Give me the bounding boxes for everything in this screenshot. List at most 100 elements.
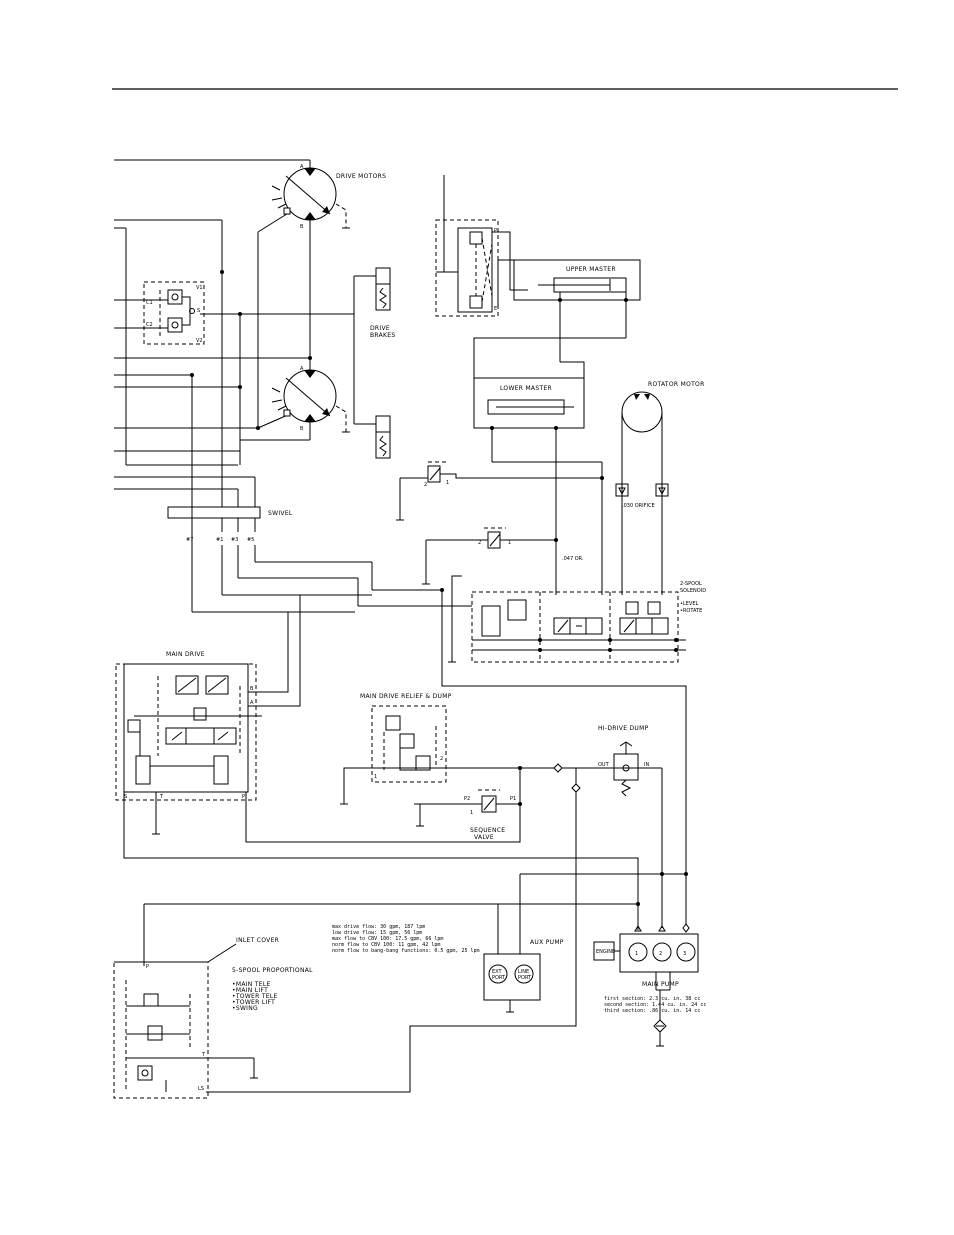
svg-text:third section: .86 cu. in. 14: third section: .86 cu. in. 14 cc (604, 1008, 700, 1014)
lower-master-label: LOWER MASTER (500, 385, 552, 392)
svg-text:low drive flow: 15 gpm, 56 lpm: low drive flow: 15 gpm, 56 lpm (332, 930, 422, 936)
svg-text:A: A (300, 366, 304, 372)
svg-text:V2: V2 (196, 338, 203, 344)
upper-master-cylinder (513, 259, 641, 362)
swivel-ports: #7 #1 #3 #5 (186, 537, 254, 543)
svg-text:S: S (124, 794, 127, 800)
drive-brake-lower (354, 415, 391, 459)
svg-text:T: T (201, 1052, 206, 1058)
svg-text:#3: #3 (231, 537, 238, 543)
svg-text:norm flow to bang-bang functio: norm flow to bang-bang functions: 0.5 gp… (332, 948, 480, 954)
relief-valve-upper: 2 1 (396, 461, 602, 521)
svg-text:E: E (494, 306, 497, 312)
section-notes: first section: 2.3 cu. in. 38 cc second … (604, 996, 706, 1014)
svg-text:B: B (300, 426, 304, 432)
five-spool-items: •MAIN TELE •MAIN LIFT •TOWER TELE •TOWER… (232, 981, 278, 1012)
two-spool-solenoid-valve (471, 591, 686, 663)
svg-text:PORT: PORT (492, 975, 506, 981)
svg-text:3: 3 (683, 951, 686, 957)
svg-text:A: A (300, 164, 304, 170)
svg-text:1: 1 (446, 480, 449, 486)
left-feed-lines (114, 159, 311, 507)
counterbalance-valve-block: C1 C2 V1 V2 S (143, 281, 205, 345)
sequence-valve: P2 P1 1 (414, 789, 520, 827)
svg-text:LINE: LINE (518, 969, 529, 975)
svg-text:IN: IN (644, 762, 649, 768)
drive-motor-lower: A B (257, 358, 350, 440)
svg-text:•MAIN TELE: •MAIN TELE (232, 981, 271, 988)
svg-text:2: 2 (424, 482, 427, 488)
main-drive-relief-label: MAIN DRIVE RELIEF & DUMP (360, 693, 452, 700)
check-valve-left (553, 763, 563, 773)
sequence-valve-label: SEQUENCE (470, 827, 505, 834)
engine-label: ENGINE (596, 949, 615, 955)
svg-text:V1: V1 (196, 285, 203, 291)
main-drive-relief-dump: 1 2 (371, 705, 447, 783)
svg-text:B: B (250, 686, 254, 692)
swivel-label: SWIVEL (268, 510, 293, 517)
pump-supply-lines (143, 873, 686, 966)
upper-master-label: UPPER MASTER (566, 266, 616, 273)
svg-text:1: 1 (635, 951, 638, 957)
rotator-motor-label: ROTATOR MOTOR (648, 381, 705, 388)
upper-control-valve: P E (435, 175, 528, 317)
hi-drive-dump-label: HI-DRIVE DUMP (598, 725, 649, 732)
main-pump-label: MAIN PUMP (642, 981, 679, 988)
svg-text:PORT: PORT (518, 975, 532, 981)
svg-text:1: 1 (508, 540, 511, 546)
lower-master-cylinder (473, 377, 603, 595)
relief-valve-lower: 2 1 (422, 527, 556, 585)
svg-text:P1: P1 (510, 796, 516, 802)
orifice-047-label: .047 OR. (562, 556, 584, 562)
level-label: •LEVEL (680, 601, 698, 607)
svg-text:#5: #5 (247, 537, 254, 543)
aux-pump-label: AUX PUMP (530, 939, 564, 946)
svg-text:C1: C1 (146, 300, 153, 306)
svg-text:P: P (242, 794, 245, 800)
swivel-lower-lines (191, 518, 472, 613)
upper-master-feed (560, 361, 585, 428)
svg-text:2: 2 (440, 756, 443, 762)
svg-text:A: A (250, 700, 254, 706)
orifice-030-label: .030 ORIFICE (622, 503, 655, 509)
two-spool-label: 2-SPOOL (680, 581, 702, 587)
drive-motors-label: DRIVE MOTORS (336, 173, 386, 180)
hi-drive-dump-valve: OUT IN (598, 741, 663, 928)
two-spool-pressure-line (441, 590, 687, 925)
svg-text:•TOWER LIFT: •TOWER LIFT (232, 999, 275, 1006)
check-valve-right (571, 783, 581, 793)
svg-text:C2: C2 (146, 322, 153, 328)
svg-text:1: 1 (374, 774, 377, 780)
main-drive-label: MAIN DRIVE (166, 651, 205, 658)
svg-text:first section: 2.3 cu. in. 38: first section: 2.3 cu. in. 38 cc (604, 996, 700, 1002)
svg-text:B: B (300, 224, 304, 230)
relief-feed-line (343, 767, 554, 804)
svg-text:S: S (197, 308, 200, 314)
aux-pump: EXT PORT LINE PORT (483, 953, 541, 1013)
rotate-label: •ROTATE (680, 608, 702, 614)
five-spool-proportional-valve: P T LS (113, 943, 258, 1099)
main-pump: 1 2 3 (593, 923, 699, 1047)
drive-brake-upper (354, 267, 391, 311)
svg-text:•TOWER TELE: •TOWER TELE (232, 993, 278, 1000)
svg-text:#1: #1 (216, 537, 223, 543)
svg-text:2: 2 (659, 951, 662, 957)
svg-text:OUT: OUT (598, 762, 610, 768)
drive-motor-upper: A B (257, 164, 350, 358)
five-spool-label: 5-SPOOL PROPORTIONAL (232, 967, 313, 974)
two-spool-label-2: SOLENOID (680, 588, 706, 594)
rotator-motor (615, 391, 669, 595)
svg-text:•MAIN LIFT: •MAIN LIFT (232, 987, 268, 994)
svg-text:•SWING: •SWING (232, 1005, 258, 1012)
svg-text:P2: P2 (464, 796, 470, 802)
drive-brakes-label: DRIVE (370, 325, 390, 332)
main-drive-valve: B A S T P (115, 595, 301, 801)
drive-brakes-label-2: BRAKES (370, 332, 395, 339)
svg-text:P: P (146, 964, 149, 970)
svg-text:max flow to CBV 100: 17.5 gpm,: max flow to CBV 100: 17.5 gpm, 66 lpm (332, 936, 443, 942)
main-drive-s-line (123, 792, 639, 930)
svg-text:EXT: EXT (492, 969, 502, 975)
svg-text:#7: #7 (186, 537, 193, 543)
svg-text:P: P (494, 228, 497, 234)
